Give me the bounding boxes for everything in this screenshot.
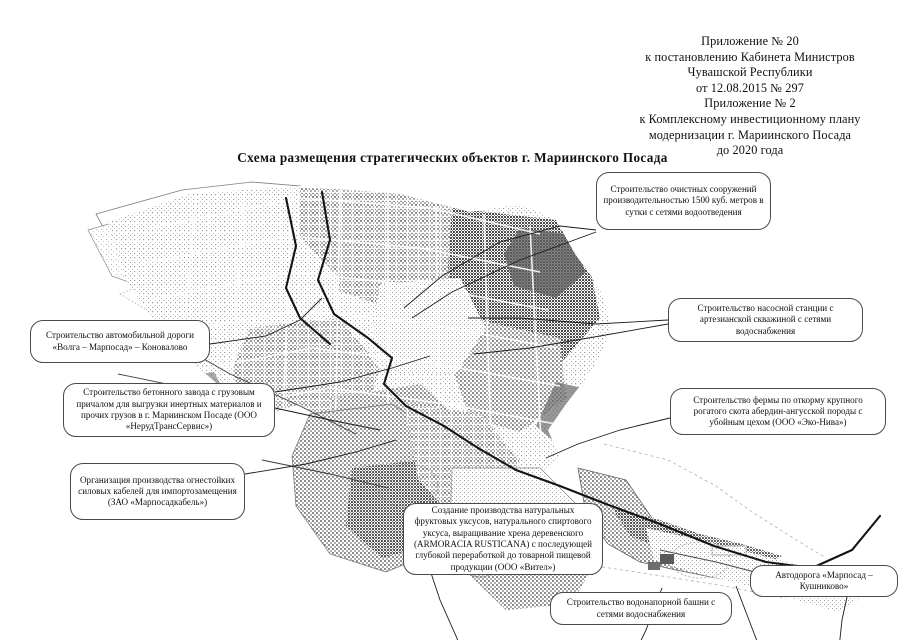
leader-nasosnaya-2	[473, 323, 669, 355]
page-title: Схема размещения стратегических объектов…	[237, 150, 668, 165]
callout-avtodoroga-volga[interactable]: Строительство автомобильной дороги «Волг…	[30, 320, 210, 363]
callout-text: Автодорога «Марпосад – Кушниково»	[775, 569, 873, 591]
leader-nasosnaya	[468, 317, 669, 325]
header-line-4: от 12.08.2015 № 297	[696, 80, 804, 95]
header-line-7: модернизации г. Мариинского Посада	[648, 127, 852, 142]
callout-text: Строительство водонапорной башни с сетям…	[566, 597, 716, 619]
callout-text: Создание производства натуральных фрукто…	[413, 505, 593, 572]
callout-kabel-marposadkabel[interactable]: Организация производства огнестойких сил…	[70, 463, 245, 520]
map-main-roads	[284, 190, 882, 570]
callout-ochistnye[interactable]: Строительство очистных сооружений произв…	[596, 172, 771, 230]
callout-text: Строительство бетонного завода с грузовы…	[76, 387, 262, 432]
callout-uksus-vitel[interactable]: Создание производства натуральных фрукто…	[403, 503, 603, 575]
callout-text: Организация производства огнестойких сил…	[78, 474, 237, 508]
header-line-2: к постановлению Кабинета Министров	[645, 49, 855, 64]
callout-text: Строительство очистных сооружений произв…	[603, 184, 764, 217]
leader-kushnikovo-2	[839, 573, 853, 640]
callout-nasosnaya[interactable]: Строительство насосной станции с артезиа…	[668, 298, 863, 342]
callout-ferma-eko-niva[interactable]: Строительство фермы по откорму крупного …	[670, 388, 886, 435]
leader-avtodoroga-volga	[209, 297, 323, 345]
leader-betonnyy	[274, 355, 431, 393]
leader-ochistnye	[403, 225, 597, 309]
header-line-5: Приложение № 2	[704, 96, 796, 111]
callout-avtodoroga-kushnikovo[interactable]: Автодорога «Марпосад – Кушниково»	[750, 565, 898, 597]
document-header: Приложение № 20 к постановлению Кабинета…	[600, 34, 900, 159]
callout-betonnyy-zavod[interactable]: Строительство бетонного завода с грузовы…	[63, 383, 275, 437]
leader-uksus	[429, 569, 459, 640]
header-line-8: до 2020 года	[716, 143, 784, 158]
leader-kushnikovo	[735, 585, 758, 640]
leader-betonnyy-2	[274, 407, 381, 431]
header-line-6: к Комплексному инвестиционному плану	[639, 111, 861, 126]
callout-vodonapornaya-bashnya[interactable]: Строительство водонапорной башни с сетям…	[550, 592, 732, 625]
callout-text: Строительство фермы по откорму крупного …	[693, 394, 863, 428]
leader-ferma	[545, 417, 671, 459]
leader-ochistnye-2	[411, 231, 597, 319]
callout-text: Строительство автомобильной дороги «Волг…	[46, 330, 194, 352]
leader-kabel	[244, 439, 397, 475]
callout-text: Строительство насосной станции с артезиа…	[697, 303, 834, 336]
header-line-3: Чувашской Республики	[687, 65, 813, 80]
header-line-1: Приложение № 20	[701, 34, 799, 48]
